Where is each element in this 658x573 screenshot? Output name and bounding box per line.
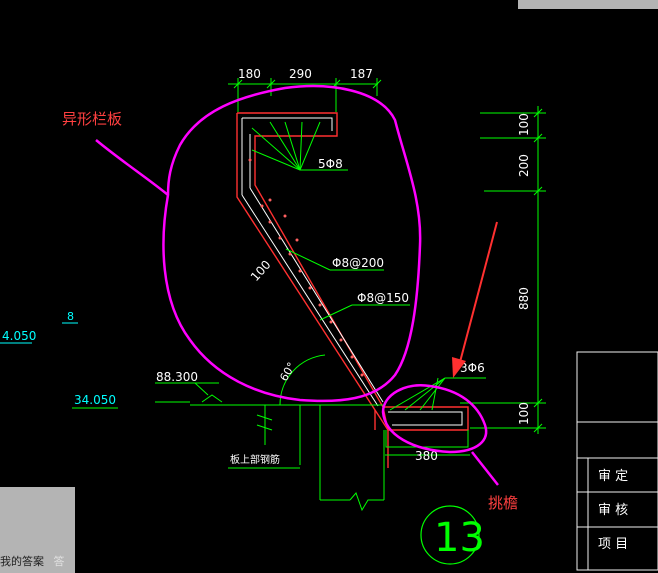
label-top-bars: 5Φ8 <box>318 157 343 171</box>
dim-right-3: 880 <box>517 287 531 310</box>
slab-lines <box>72 382 470 512</box>
title-block-project: 项 目 <box>598 537 628 552</box>
elev-left-partial: 4.050 <box>2 329 36 343</box>
bottom-item-2[interactable]: 答 <box>53 555 65 568</box>
elev-left-mark: 8 <box>67 310 74 323</box>
title-block-review: 审 核 <box>598 503 628 518</box>
label-stirrup-2: Φ8@150 <box>357 291 409 305</box>
leader-lines <box>251 121 486 411</box>
dim-right-1: 100 <box>517 113 531 136</box>
label-bottom-width: 380 <box>415 449 438 463</box>
dim-right-4: 100 <box>517 402 531 425</box>
bottom-item-1[interactable]: 我的答案 <box>0 555 50 568</box>
top-dimension-chain <box>228 78 382 112</box>
dim-top-2: 290 <box>289 67 312 81</box>
title-block-approve: 审 定 <box>598 469 628 484</box>
rebar-dots <box>248 158 364 377</box>
label-eaves-bars: 3Φ6 <box>460 361 485 375</box>
label-slab-note: 板上部钢筋 <box>230 453 280 466</box>
detail-circle <box>420 505 480 565</box>
markup-eaves-loop <box>381 384 499 486</box>
detail-number: 13 <box>434 515 485 561</box>
dim-top-1: 180 <box>238 67 261 81</box>
title-block <box>576 351 658 571</box>
label-angle: 60° <box>277 360 298 383</box>
railing-outline <box>236 112 469 468</box>
elev-level-1: 88.300 <box>156 370 198 384</box>
dim-top-3: 187 <box>350 67 373 81</box>
rebar-lines <box>241 117 463 426</box>
elev-level-2: 34.050 <box>74 393 116 407</box>
markup-arrow <box>452 221 498 378</box>
label-slab-thickness: 100 <box>248 258 274 284</box>
window-corner-strip <box>518 0 658 9</box>
dim-right-2: 200 <box>517 154 531 177</box>
label-eaves: 挑檐 <box>488 494 518 512</box>
bottom-text-strip: 我的答案 答 <box>0 553 340 573</box>
label-railing: 异形栏板 <box>62 110 122 128</box>
right-dimension-chain <box>460 106 546 434</box>
markup-railing-loop <box>95 84 422 403</box>
label-stirrup-1: Φ8@200 <box>332 256 384 270</box>
